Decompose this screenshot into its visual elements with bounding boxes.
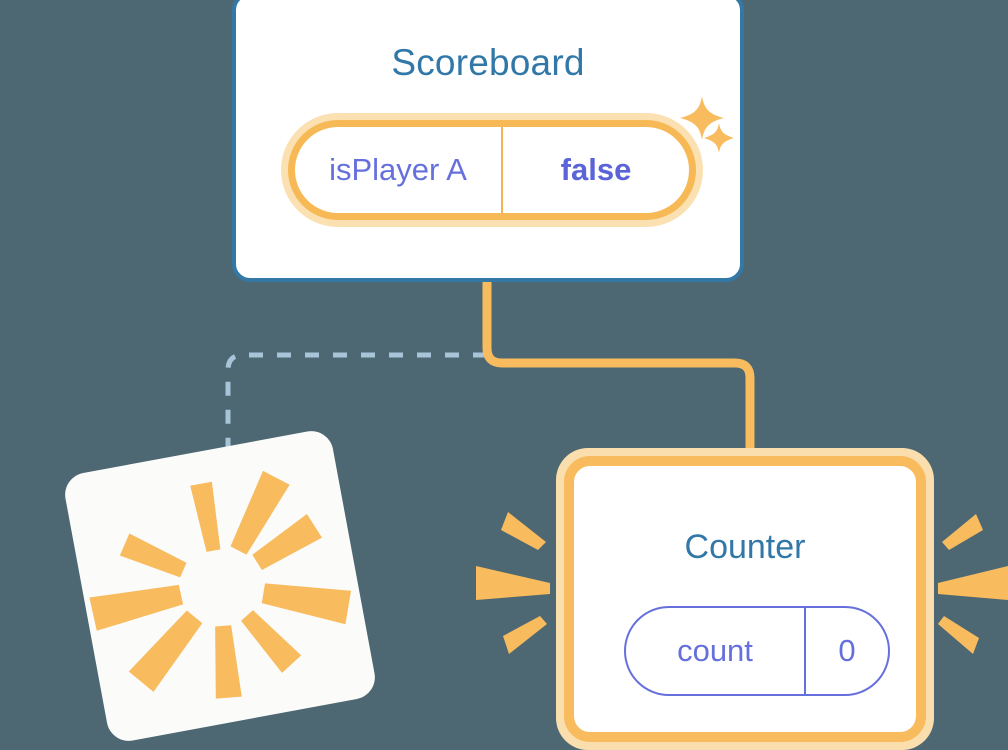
burst-ray [119,533,187,578]
scoreboard-to-counter-connector [482,278,755,460]
counter-card-box[interactable]: Counter count 0 [564,456,926,742]
burst-ray [252,514,322,570]
counter-title: Counter [684,528,806,566]
burst-ray [190,481,221,552]
rotated-burst-card[interactable] [61,427,379,745]
scoreboard-state-pill[interactable]: isPlayer A false [288,120,696,220]
burst-ray [942,514,983,550]
burst-ray [215,625,242,699]
scoreboard-title: Scoreboard [391,42,585,83]
counter-state-pill[interactable]: count 0 [624,606,890,696]
burst-ray [503,616,547,654]
burst-ray [241,610,302,673]
burst-ray [938,566,1008,600]
burst-ray [261,583,352,625]
counter-burst-rays-left [476,512,550,654]
counter-pill-divider [804,608,806,694]
burst-ray [501,512,546,550]
burst-ray [89,584,184,631]
counter-burst-rays-right [938,514,1008,654]
sparkle-small-icon [703,122,735,154]
scoreboard-pill-value: false [560,152,632,187]
scoreboard-pill-divider [501,127,503,213]
scoreboard-pill-wrapper[interactable]: isPlayer A false [281,113,703,227]
counter-pill-key: count [677,633,753,668]
scoreboard-to-burst-card-connector [225,352,487,500]
burst-ray [938,616,979,654]
sparkle-large-icon [679,95,725,141]
burst-ray [476,566,550,600]
scoreboard-pill-key: isPlayer A [329,152,467,187]
burst-ray [128,610,203,692]
burst-rays-group [89,470,352,699]
burst-ray [230,470,290,555]
counter-card[interactable]: Counter count 0 [556,448,934,750]
scoreboard-card[interactable]: Scoreboard isPlayer A false [232,0,744,282]
counter-pill-value: 0 [838,633,856,668]
